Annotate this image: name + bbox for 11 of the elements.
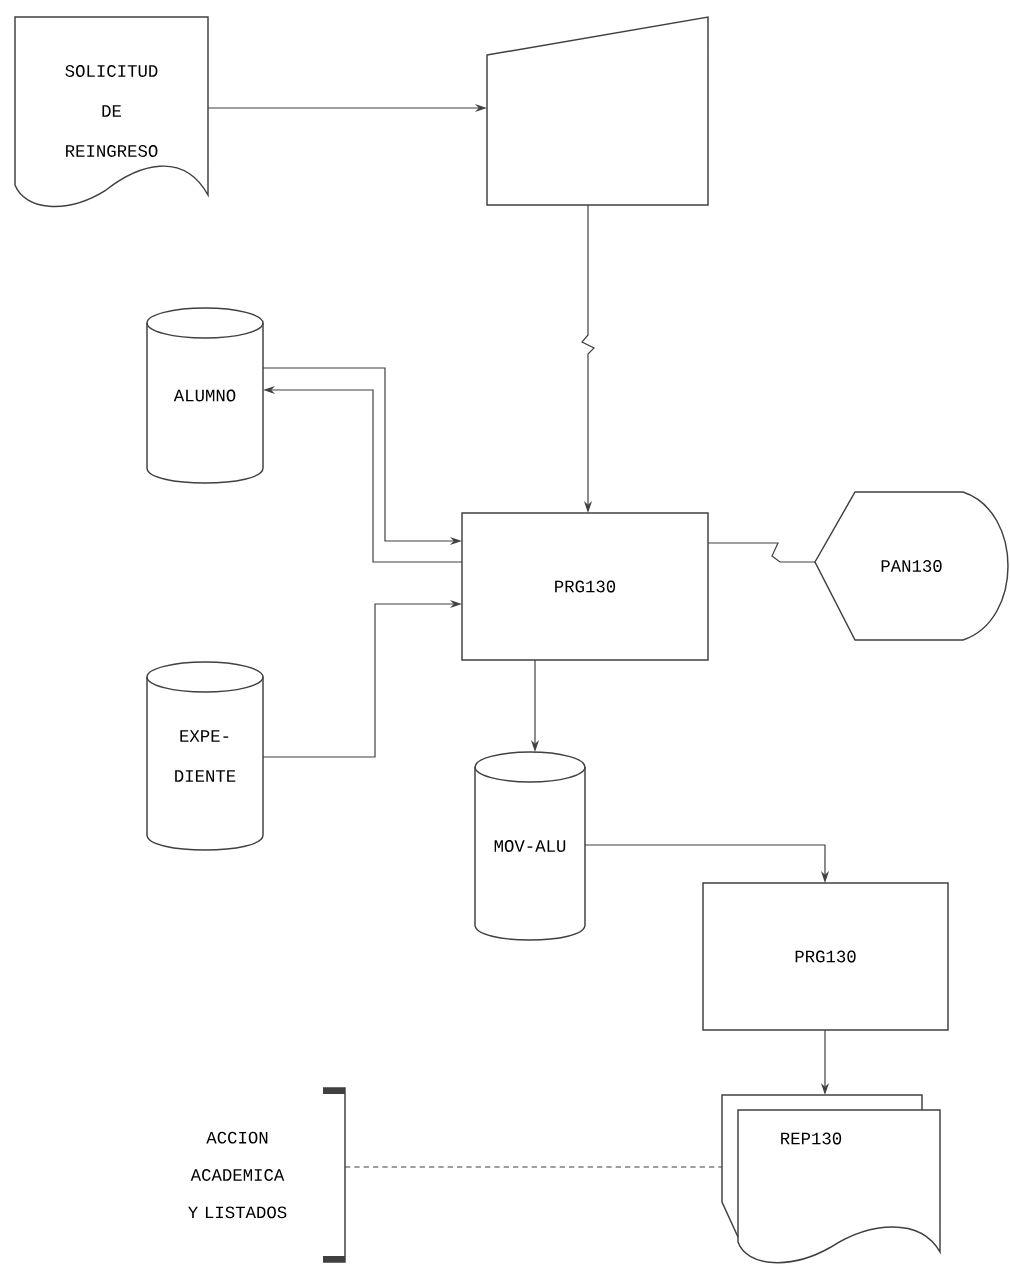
connector-line bbox=[707, 542, 816, 563]
process-box: PRG130 bbox=[461, 512, 709, 661]
node-label: EXPE- DIENTE bbox=[175, 730, 236, 782]
storage-cylinder: MOV-ALU bbox=[474, 751, 586, 941]
node-label: MOV-ALU bbox=[494, 840, 566, 852]
annotation-text: ACCION ACADEMICA Y LISTADOS bbox=[188, 1087, 346, 1263]
storage-cylinder: EXPE- DIENTE bbox=[146, 661, 264, 851]
node-label: ALUMNO bbox=[173, 389, 236, 402]
manual-input-shape bbox=[486, 16, 709, 206]
process-box: PRG130 bbox=[702, 882, 949, 1031]
storage-cylinder: ALUMNO bbox=[146, 307, 264, 484]
